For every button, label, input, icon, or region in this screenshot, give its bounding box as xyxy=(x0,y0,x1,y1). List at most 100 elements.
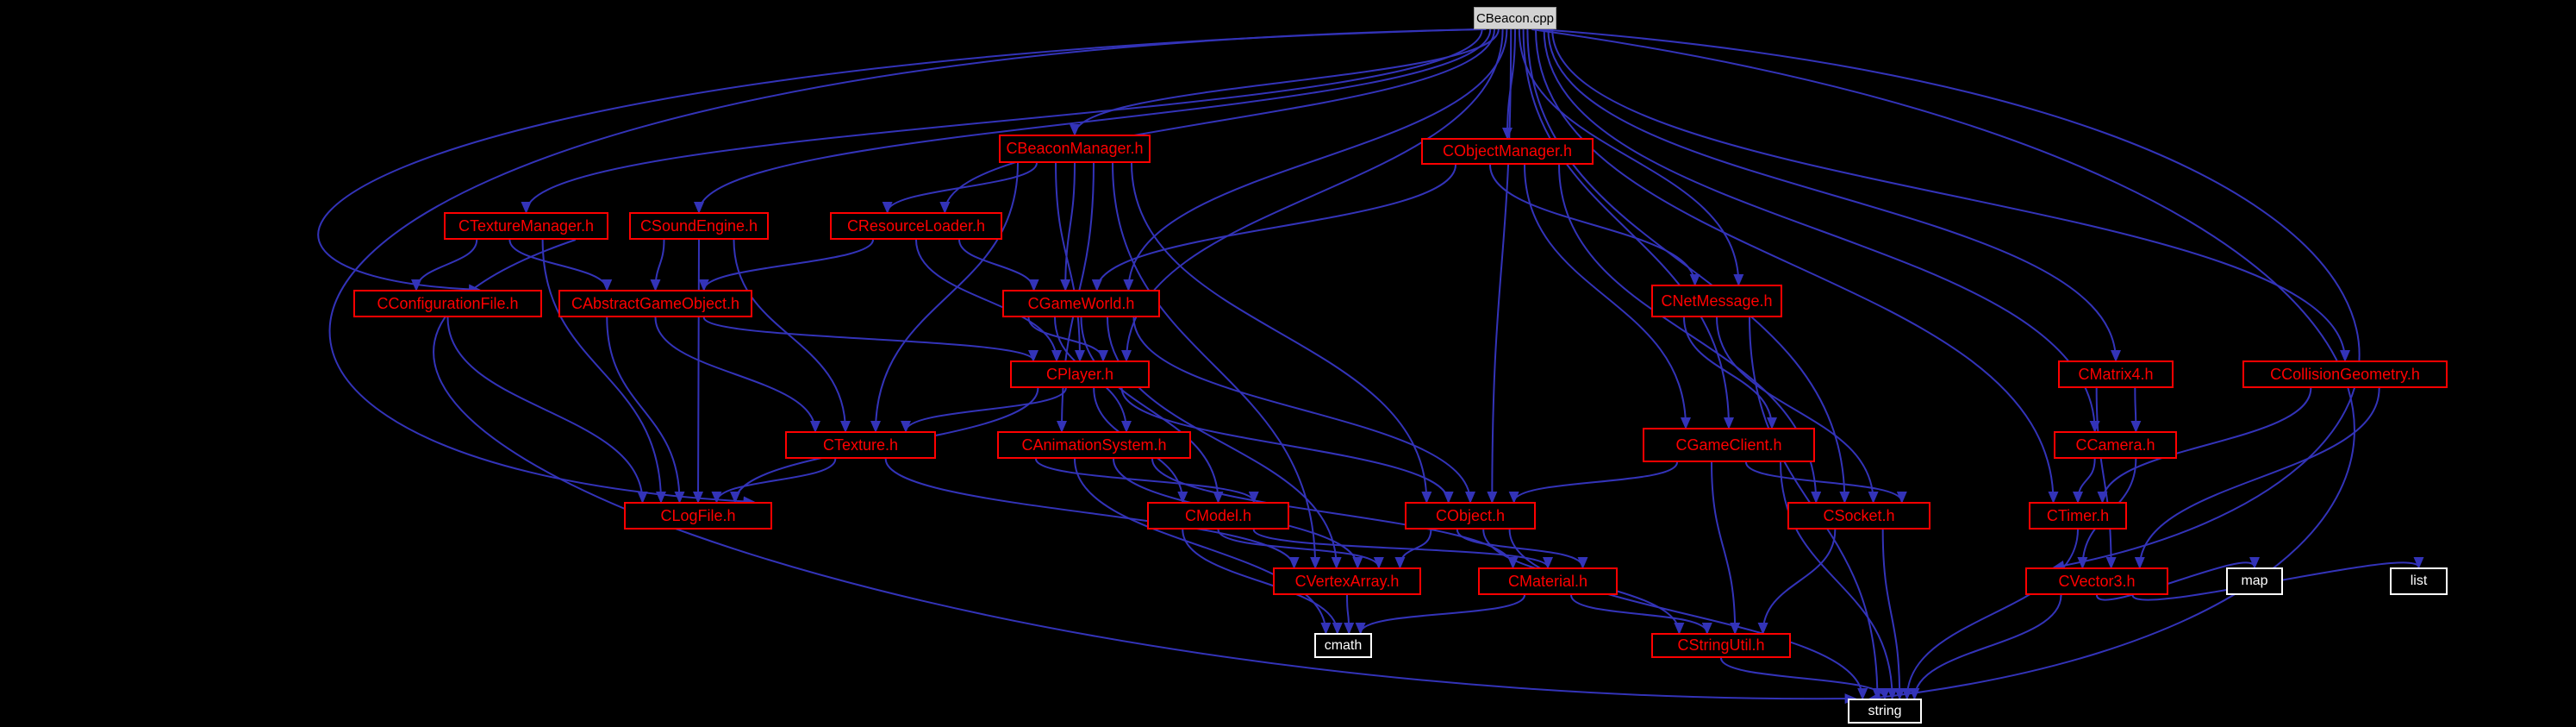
edge-c-g xyxy=(508,239,613,291)
graph-node-j[interactable]: CPlayer.h xyxy=(1010,360,1150,388)
edge-r-v xyxy=(1217,529,1384,569)
edge-g-q xyxy=(606,316,685,504)
graph-node-r[interactable]: CModel.h xyxy=(1147,502,1289,530)
graph-node-a[interactable]: CBeaconManager.h xyxy=(999,135,1151,163)
edge-t-aa xyxy=(1757,529,1837,635)
edge-o-z2 xyxy=(1780,461,1898,700)
graph-node-q[interactable]: CLogFile.h xyxy=(624,502,772,530)
edge-r-z1 xyxy=(1182,529,1343,635)
graph-node-h[interactable]: CGameWorld.h xyxy=(1002,290,1160,317)
graph-node-i[interactable]: CNetMessage.h xyxy=(1651,285,1782,317)
edge-a-m xyxy=(870,162,1019,433)
edge-root-l xyxy=(1551,28,2350,362)
edge-e-j xyxy=(915,239,1062,362)
edge-root-h xyxy=(1123,28,1508,291)
graph-node-v[interactable]: CVertexArray.h xyxy=(1273,567,1421,595)
edge-root-d xyxy=(694,28,1492,214)
edge-w-z1 xyxy=(1355,594,1525,635)
edge-root-u xyxy=(1535,28,2059,504)
edge-k-p xyxy=(2130,387,2142,433)
edge-o-aa xyxy=(1711,461,1741,635)
edge-root-s xyxy=(1487,28,1513,504)
graph-node-b[interactable]: CObjectManager.h xyxy=(1421,138,1594,165)
edge-m-v xyxy=(884,458,1300,569)
edge-d-m xyxy=(733,239,851,433)
graph-node-o[interactable]: CGameClient.h xyxy=(1643,428,1815,462)
edge-root-q xyxy=(328,28,1487,507)
edge-root-c xyxy=(521,28,1483,214)
edge-s-z2 xyxy=(1508,529,1868,700)
edge-a-s xyxy=(1131,162,1432,504)
edge-v-z1 xyxy=(1344,594,1355,635)
edge-j-s xyxy=(1120,387,1454,504)
edge-h-s xyxy=(1132,316,1475,504)
edge-g-j xyxy=(702,316,1039,362)
edge-r-w xyxy=(1252,529,1553,569)
edge-root-x xyxy=(1539,28,2361,571)
edge-c-f xyxy=(411,239,478,291)
edge-a-j xyxy=(1055,162,1085,362)
edge-root-a xyxy=(1070,28,1500,136)
edge-k-x xyxy=(2095,387,2117,569)
edge-f-q xyxy=(446,316,648,504)
graph-node-root: CBeacon.cpp xyxy=(1474,7,1556,29)
edge-root-i xyxy=(1518,28,1744,286)
edge-d-q xyxy=(693,239,704,504)
edge-n-r xyxy=(1035,458,1259,504)
graph-node-e[interactable]: CResourceLoader.h xyxy=(830,212,1002,240)
edge-root-z2 xyxy=(1531,28,2355,703)
edge-i-o xyxy=(1683,316,1777,429)
graph-node-z2: string xyxy=(1848,699,1922,724)
edge-h-j xyxy=(1027,316,1108,362)
edge-g-m xyxy=(654,316,820,433)
edge-root-k xyxy=(1547,28,2121,362)
graph-node-s[interactable]: CObject.h xyxy=(1405,502,1536,530)
graph-node-y1: map xyxy=(2226,567,2283,595)
edge-i-t xyxy=(1716,316,1879,504)
edge-b-o xyxy=(1524,164,1691,429)
edge-a-h xyxy=(1060,162,1076,291)
graph-node-l[interactable]: CCollisionGeometry.h xyxy=(2242,360,2448,388)
edge-s-v xyxy=(1394,529,1432,569)
edge-j-m xyxy=(901,387,1067,433)
edge-root-f xyxy=(317,28,1478,295)
edge-w-aa xyxy=(1570,594,1712,635)
edge-h-r xyxy=(1080,316,1224,504)
graph-node-u[interactable]: CTimer.h xyxy=(2029,502,2127,530)
graph-node-m[interactable]: CTexture.h xyxy=(785,431,936,459)
edge-root-o xyxy=(1522,28,1734,429)
edge-d-g xyxy=(650,239,665,291)
edge-a-v xyxy=(1112,162,1321,569)
edge-e-h xyxy=(958,239,1039,291)
graph-node-n[interactable]: CAnimationSystem.h xyxy=(997,431,1191,459)
graph-node-f[interactable]: CConfigurationFile.h xyxy=(353,290,542,317)
graph-node-g[interactable]: CAbstractGameObject.h xyxy=(558,290,752,317)
edge-o-s xyxy=(1508,461,1678,504)
graph-node-y2: list xyxy=(2390,567,2448,595)
graph-node-z1: cmath xyxy=(1314,633,1372,658)
graph-node-x[interactable]: CVector3.h xyxy=(2025,567,2168,595)
edge-c-q xyxy=(541,239,666,504)
graph-node-k[interactable]: CMatrix4.h xyxy=(2058,360,2174,388)
graph-node-t[interactable]: CSocket.h xyxy=(1787,502,1930,530)
graph-node-p[interactable]: CCamera.h xyxy=(2054,431,2177,459)
edge-p-u xyxy=(2073,458,2096,504)
edge-l-u xyxy=(2097,387,2312,504)
edge-aa-z2 xyxy=(1720,657,1890,700)
graph-node-d[interactable]: CSoundEngine.h xyxy=(629,212,769,240)
edge-root-e xyxy=(939,28,1495,214)
edge-e-g xyxy=(698,239,874,291)
edge-u-z2 xyxy=(1901,529,2079,700)
edge-b-h xyxy=(1091,164,1456,291)
edge-s-w xyxy=(1456,529,1588,569)
edge-t-z2 xyxy=(1881,529,1905,700)
graph-node-aa[interactable]: CStringUtil.h xyxy=(1651,633,1791,658)
edge-x-y1 xyxy=(2096,556,2260,601)
edge-o-t xyxy=(1745,461,1907,504)
graph-node-c[interactable]: CTextureManager.h xyxy=(444,212,608,240)
edge-c-z2 xyxy=(433,239,1857,705)
graph-node-w[interactable]: CMaterial.h xyxy=(1478,567,1618,595)
edge-x-z2 xyxy=(1909,594,2062,700)
